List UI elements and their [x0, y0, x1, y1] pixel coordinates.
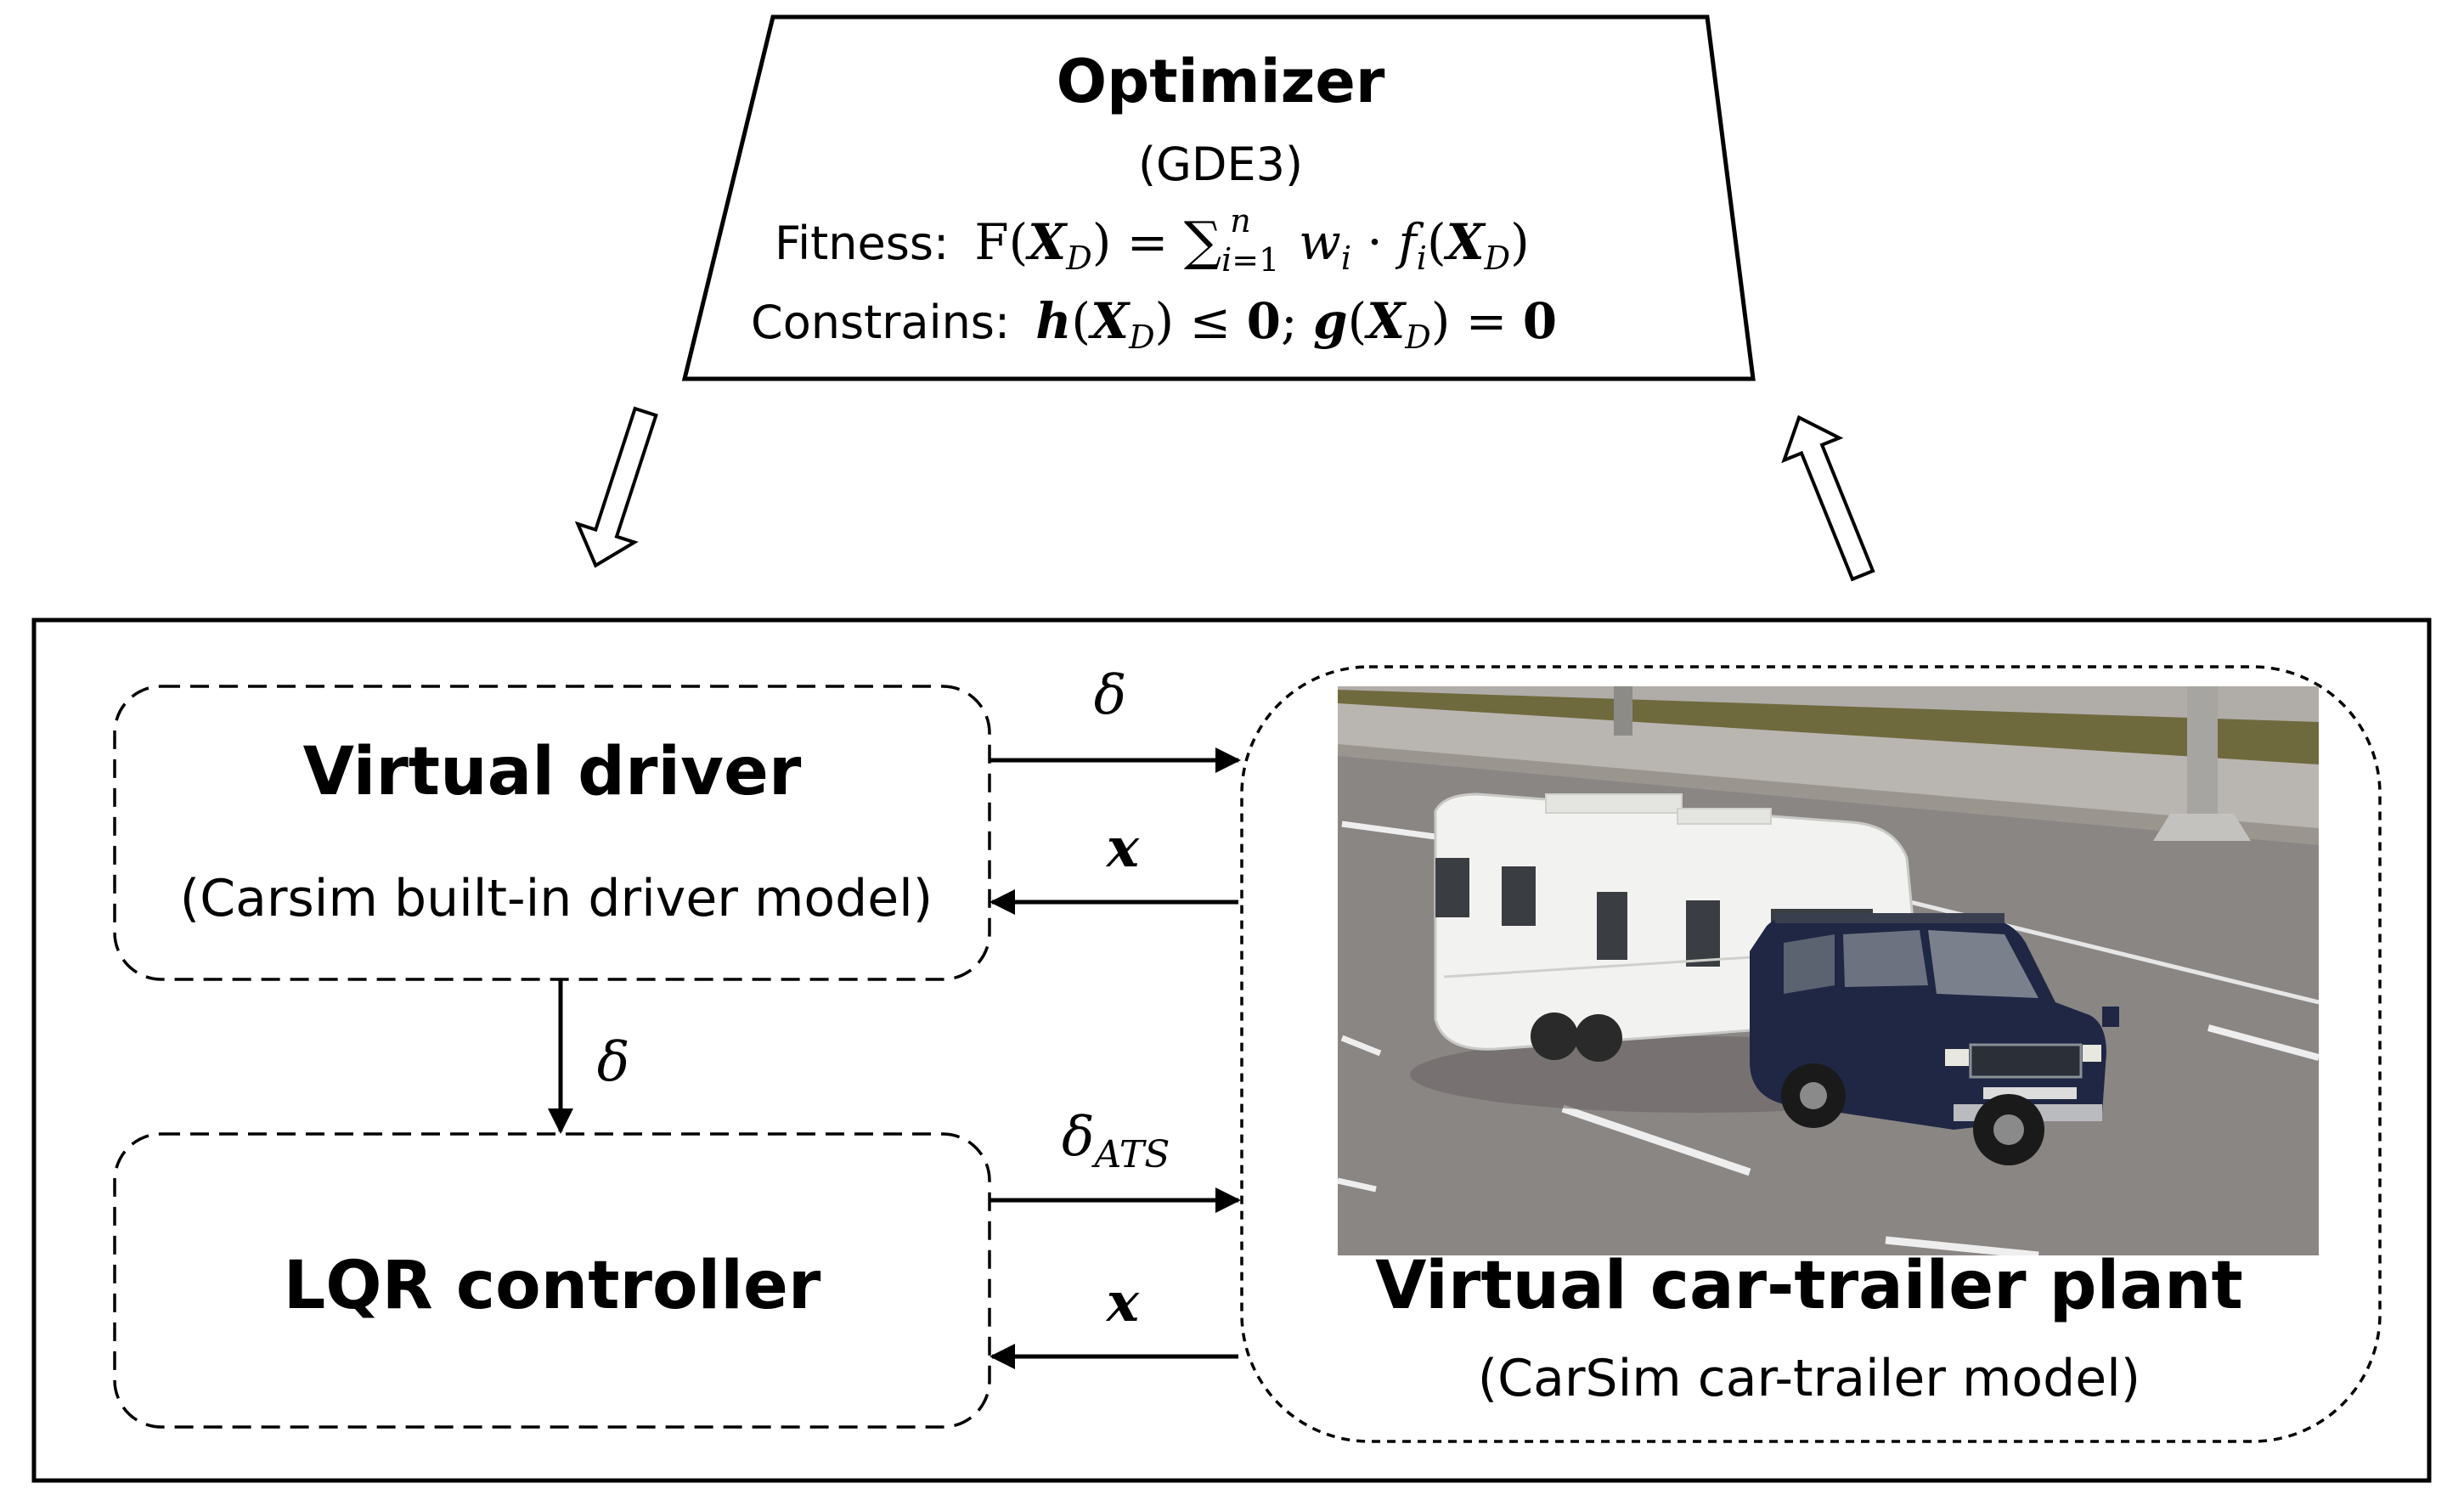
system-frame: [31, 618, 2432, 1483]
ats-steering-label-base: δ: [1062, 1106, 1095, 1169]
virtual-driver-subtitle: (Carsim built-in driver model): [180, 869, 933, 928]
driver-state-feedback-label: x: [1105, 816, 1140, 880]
constraints-line: Constrains: h(XD) ≤ 0; g(XD) = 0: [751, 292, 1557, 356]
virtual-driver-title: Virtual driver: [303, 734, 802, 810]
ats-steering-label-sub: ATS: [1091, 1133, 1170, 1176]
optimizer-title: Optimizer: [1057, 47, 1385, 116]
lqr-controller-block: LQR controller: [113, 1132, 991, 1429]
constraints-label: Constrains:: [751, 296, 1010, 349]
lqr-state-feedback-label: x: [1105, 1271, 1140, 1334]
steering-signal-label: δ: [1094, 664, 1127, 727]
car-trailer-photo: [1338, 686, 2319, 1255]
system-to-optimizer-arrow: [1781, 415, 1875, 582]
plant-title: Virtual car-trailer plant: [1375, 1248, 2243, 1324]
fitness-line: Fitness: F(XD) = ∑i=1n wi · fi(XD): [775, 202, 1530, 279]
fitness-label: Fitness:: [775, 217, 949, 270]
driver-to-lqr-label: δ: [597, 1031, 630, 1094]
optimizer-to-system-arrow: [574, 406, 658, 568]
optimizer-algorithm: (GDE3): [1138, 138, 1303, 191]
optimizer-block: Optimizer (GDE3) Fitness: F(XD) = ∑i=1n …: [681, 14, 1756, 381]
plant-subtitle: (CarSim car-trailer model): [1478, 1349, 2140, 1408]
virtual-driver-block: Virtual driver (Carsim built-in driver m…: [113, 685, 991, 981]
lqr-controller-title: LQR controller: [284, 1248, 821, 1324]
plant-block: Virtual car-trailer plant (CarSim car-tr…: [1240, 665, 2382, 1443]
ats-steering-label: δATS: [1062, 1106, 1170, 1176]
